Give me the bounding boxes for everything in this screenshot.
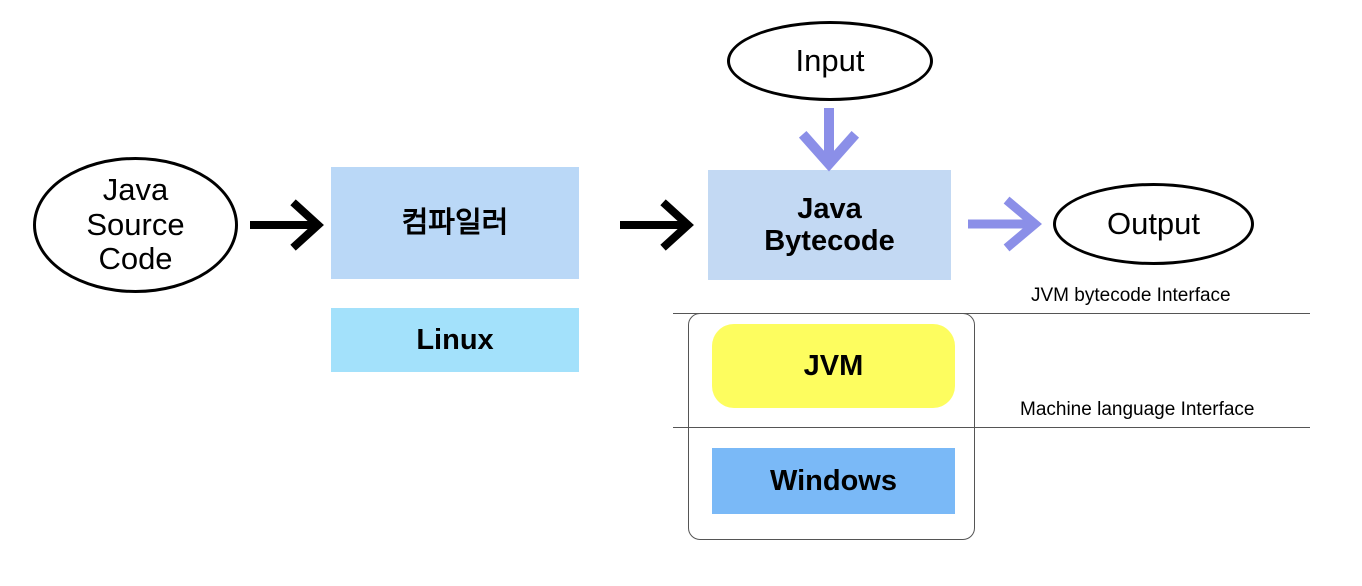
jvm-bytecode-interface-label: JVM bytecode Interface bbox=[1031, 285, 1231, 306]
node-jvm: JVM bbox=[712, 324, 955, 408]
bytecode-line-1: Java bbox=[797, 192, 862, 225]
node-output-label: Output bbox=[1106, 205, 1201, 241]
node-jvm-label: JVM bbox=[803, 349, 864, 382]
java-source-line-3: Code bbox=[98, 241, 173, 277]
node-compiler: 컴파일러 bbox=[331, 167, 579, 279]
node-windows-label: Windows bbox=[769, 464, 897, 497]
node-java-bytecode: Java Bytecode bbox=[708, 170, 951, 280]
bytecode-line-2: Bytecode bbox=[764, 225, 895, 257]
node-java-source-code-label: Java Source Code bbox=[86, 171, 185, 277]
arrow-compiler-to-bytecode bbox=[620, 199, 694, 251]
arrow-input-to-bytecode bbox=[798, 108, 860, 172]
java-source-line-1: Java bbox=[102, 171, 169, 207]
java-source-line-2: Source bbox=[86, 206, 185, 242]
arrow-bytecode-to-output bbox=[968, 196, 1042, 252]
node-compiler-label: 컴파일러 bbox=[401, 206, 509, 239]
node-linux: Linux bbox=[331, 308, 579, 372]
node-output: Output bbox=[1053, 183, 1254, 265]
node-windows: Windows bbox=[712, 448, 955, 514]
machine-language-interface-line bbox=[673, 427, 1310, 428]
jvm-bytecode-interface-line bbox=[673, 313, 1310, 314]
node-input: Input bbox=[727, 21, 933, 101]
node-java-source-code: Java Source Code bbox=[33, 157, 238, 293]
node-linux-label: Linux bbox=[416, 323, 494, 356]
machine-language-interface-label: Machine language Interface bbox=[1020, 399, 1255, 420]
node-java-bytecode-label: Java Bytecode bbox=[764, 193, 895, 258]
node-input-label: Input bbox=[795, 42, 865, 78]
arrow-source-to-compiler bbox=[250, 199, 324, 251]
platform-stack-container bbox=[688, 313, 975, 540]
